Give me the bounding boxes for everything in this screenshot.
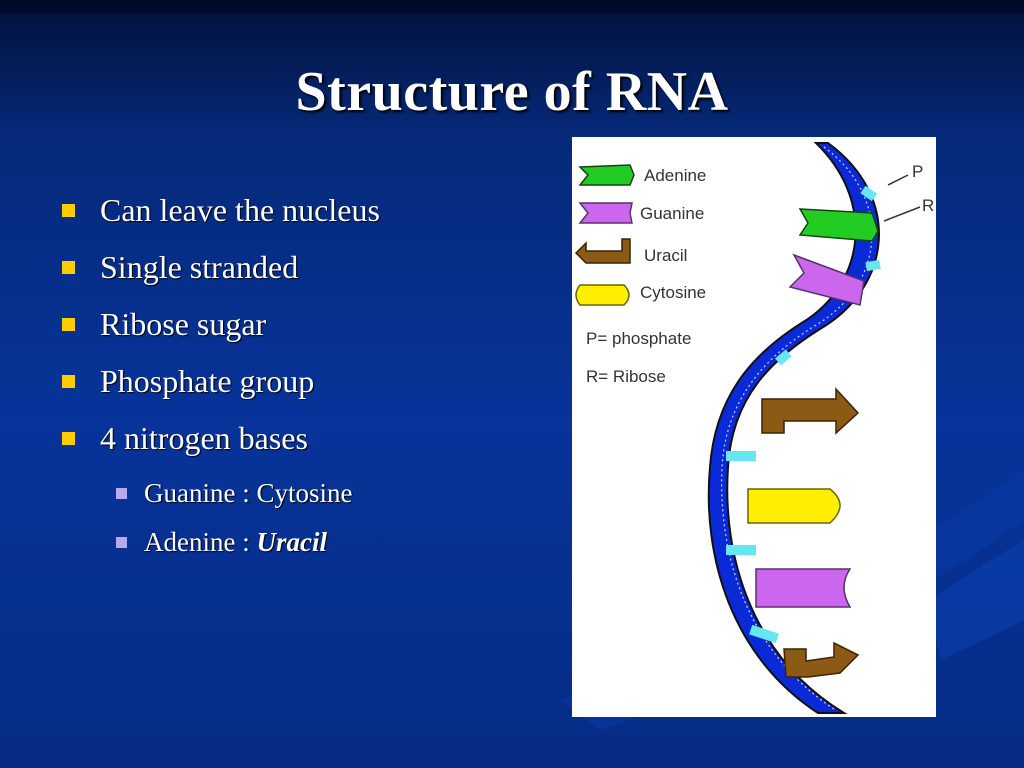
sub-bullet-text: Adenine :: [144, 527, 257, 557]
square-bullet-icon: [62, 432, 75, 445]
bullet-text: Ribose sugar: [100, 306, 267, 342]
legend-label-uracil: Uracil: [644, 246, 687, 265]
key-ribose: R= Ribose: [586, 367, 666, 386]
uracil-block-icon: [574, 238, 631, 264]
cytosine-block-icon: [575, 284, 630, 306]
bullet-text: 4 nitrogen bases: [100, 420, 308, 456]
callout-label-p: P: [912, 162, 923, 181]
ribose-markers: [726, 185, 881, 644]
key-phosphate: P= phosphate: [586, 329, 691, 348]
base-guanine: [755, 568, 852, 608]
square-bullet-icon: [62, 261, 75, 274]
sub-bullet-item: Guanine : Cytosine: [60, 473, 550, 522]
legend-label-cytosine: Cytosine: [640, 283, 706, 302]
base-uracil: [761, 387, 860, 435]
bullet-text: Can leave the nucleus: [100, 192, 380, 228]
sub-bullet-emphasis: Uracil: [256, 527, 327, 557]
base-guanine: [788, 253, 865, 306]
sub-bullet-icon: [116, 488, 127, 499]
bullet-item: Phosphate group: [60, 359, 550, 416]
rna-diagram: Adenine Guanine Uracil Cytosine P= phosp…: [572, 137, 936, 717]
rna-diagram-svg: Adenine Guanine Uracil Cytosine P= phosp…: [574, 142, 934, 714]
sub-bullet-icon: [116, 537, 127, 548]
callout-label-r: R: [922, 196, 934, 215]
base-cytosine: [747, 488, 841, 524]
bullet-text: Phosphate group: [100, 363, 315, 399]
callout-line-r: [883, 206, 921, 222]
bullet-item: Single stranded: [60, 245, 550, 302]
bullet-item: Can leave the nucleus: [60, 188, 550, 245]
rna-backbone: [707, 142, 880, 714]
base-adenine: [798, 208, 879, 242]
bullet-list: Can leave the nucleus Single stranded Ri…: [60, 188, 550, 571]
sub-bullet-text: Guanine : Cytosine: [144, 478, 353, 508]
guanine-block-icon: [578, 202, 633, 224]
bullet-item: 4 nitrogen bases: [60, 416, 550, 473]
square-bullet-icon: [62, 204, 75, 217]
callout-line-p: [887, 174, 909, 186]
legend-label-guanine: Guanine: [640, 204, 704, 223]
base-uracil: [783, 641, 860, 678]
adenine-block-icon: [578, 164, 635, 186]
slide-title: Structure of RNA: [295, 61, 729, 123]
square-bullet-icon: [62, 375, 75, 388]
legend-label-adenine: Adenine: [644, 166, 706, 185]
bullet-text: Single stranded: [100, 249, 299, 285]
sub-bullet-item: Adenine : Uracil: [60, 522, 550, 571]
bullet-item: Ribose sugar: [60, 302, 550, 359]
square-bullet-icon: [62, 318, 75, 331]
